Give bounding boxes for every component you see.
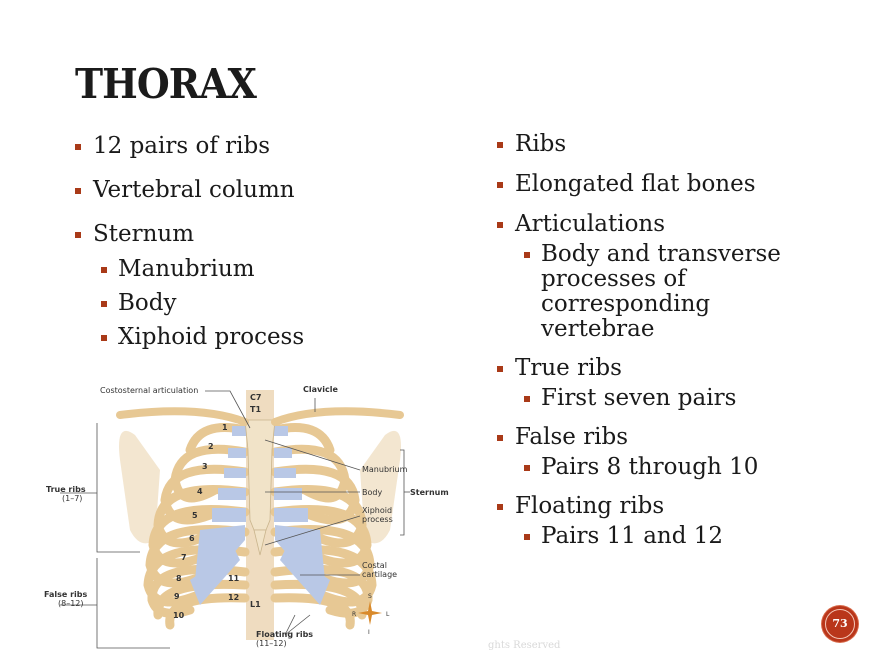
bullet-text: Pairs 11 and 12 bbox=[541, 523, 724, 549]
rib-number: 10 bbox=[173, 611, 185, 620]
rib-number: 12 bbox=[228, 593, 240, 602]
rib-number: 1 bbox=[222, 423, 228, 432]
label-costosternal: Costosternal articulation bbox=[100, 386, 199, 395]
bullet-text: False ribs bbox=[515, 424, 629, 450]
sub-bullet-item: Body and transverse processes of corresp… bbox=[523, 242, 811, 342]
compass-r: R bbox=[352, 611, 357, 618]
rib-number: 5 bbox=[192, 511, 198, 520]
label-xiphoid: Xiphoid bbox=[362, 506, 393, 515]
compass-icon bbox=[358, 601, 382, 625]
bullet-text: Body bbox=[118, 290, 177, 316]
bullet-item: Ribs bbox=[496, 131, 836, 158]
slide-title: THORAX bbox=[75, 60, 257, 108]
rib-cage-illustration bbox=[60, 390, 410, 649]
square-bullet-icon bbox=[101, 301, 107, 307]
page-number: 73 bbox=[832, 617, 848, 630]
rib-number: 9 bbox=[174, 592, 180, 601]
square-bullet-icon bbox=[497, 504, 503, 510]
square-bullet-icon bbox=[497, 142, 503, 148]
badge-ring bbox=[825, 609, 855, 639]
square-bullet-icon bbox=[75, 232, 81, 238]
sub-bullet-item: Pairs 11 and 12 bbox=[523, 524, 836, 549]
square-bullet-icon bbox=[101, 267, 107, 273]
bullet-text: Elongated flat bones bbox=[515, 171, 756, 197]
sub-bullet-item: Xiphoid process bbox=[100, 325, 404, 350]
sub-bullet-item: Body bbox=[100, 291, 404, 316]
square-bullet-icon bbox=[75, 144, 81, 150]
label-manubrium: Manubrium bbox=[362, 465, 408, 474]
label-true-ribs: True ribs bbox=[46, 485, 86, 494]
bullet-item: True ribs First seven pairs bbox=[496, 355, 836, 411]
sub-bullet-item: First seven pairs bbox=[523, 386, 836, 411]
square-bullet-icon bbox=[524, 534, 530, 540]
bullet-text: Xiphoid process bbox=[118, 324, 305, 350]
bullet-item: Articulations Body and transverse proces… bbox=[496, 211, 836, 342]
bullet-text: Sternum bbox=[93, 221, 195, 247]
label-floating-ribs-range: (11–12) bbox=[256, 639, 287, 648]
label-costal: Costal bbox=[362, 561, 387, 570]
label-false-ribs-range: (8–12) bbox=[58, 599, 84, 608]
label-false-ribs: False ribs bbox=[44, 590, 88, 599]
label-clavicle: Clavicle bbox=[303, 385, 338, 394]
label-l1: L1 bbox=[250, 600, 261, 609]
compass-s: S bbox=[368, 593, 372, 600]
bullet-text: Ribs bbox=[515, 131, 567, 157]
bullet-text: Articulations bbox=[515, 211, 666, 237]
bullet-item: False ribs Pairs 8 through 10 bbox=[496, 424, 836, 480]
label-true-ribs-range: (1–7) bbox=[62, 494, 83, 503]
bullet-item: Floating ribs Pairs 11 and 12 bbox=[496, 493, 836, 549]
square-bullet-icon bbox=[497, 435, 503, 441]
footer-copyright: ghts Reserved bbox=[488, 640, 561, 651]
square-bullet-icon bbox=[75, 188, 81, 194]
square-bullet-icon bbox=[497, 182, 503, 188]
compass-l: L bbox=[386, 611, 390, 618]
label-cartilage: cartilage bbox=[362, 570, 398, 579]
bullet-text: Floating ribs bbox=[515, 493, 665, 519]
right-bullet-list: Ribs Elongated flat bones Articulations … bbox=[496, 131, 836, 549]
square-bullet-icon bbox=[524, 465, 530, 471]
rib-number: 2 bbox=[208, 442, 214, 451]
rib-number: 7 bbox=[181, 553, 187, 562]
bullet-text: Vertebral column bbox=[93, 177, 295, 203]
rib-number: 8 bbox=[176, 574, 182, 583]
label-floating-ribs: Floating ribs bbox=[256, 630, 314, 639]
rib-number: 3 bbox=[202, 462, 208, 471]
rib-number: 6 bbox=[189, 534, 195, 543]
square-bullet-icon bbox=[524, 252, 530, 258]
thoracic-cage-diagram: Costosternal articulation Clavicle C7 T1… bbox=[40, 380, 490, 650]
bullet-item: Sternum bbox=[74, 221, 404, 248]
bullet-text: First seven pairs bbox=[541, 385, 737, 411]
square-bullet-icon bbox=[524, 396, 530, 402]
bullet-text: Body and transverse processes of corresp… bbox=[541, 241, 781, 342]
label-sternum: Sternum bbox=[410, 488, 449, 497]
rib-number: 11 bbox=[228, 574, 240, 583]
page-number-badge: 73 bbox=[822, 606, 858, 642]
bullet-text: True ribs bbox=[515, 355, 622, 381]
sub-bullet-item: Manubrium bbox=[100, 257, 404, 282]
square-bullet-icon bbox=[497, 222, 503, 228]
left-bullet-list: 12 pairs of ribs Vertebral column Sternu… bbox=[74, 133, 404, 350]
label-t1: T1 bbox=[250, 405, 262, 414]
square-bullet-icon bbox=[101, 335, 107, 341]
label-body: Body bbox=[362, 488, 383, 497]
compass-i: I bbox=[368, 629, 370, 636]
bullet-text: Pairs 8 through 10 bbox=[541, 454, 759, 480]
bullet-text: Manubrium bbox=[118, 256, 255, 282]
rib-number: 4 bbox=[197, 487, 203, 496]
square-bullet-icon bbox=[497, 366, 503, 372]
bullet-item: Vertebral column bbox=[74, 177, 404, 204]
label-xiphoid-process: process bbox=[362, 515, 393, 524]
bullet-text: 12 pairs of ribs bbox=[93, 133, 271, 159]
bullet-item: Elongated flat bones bbox=[496, 171, 836, 198]
sub-bullet-item: Pairs 8 through 10 bbox=[523, 455, 836, 480]
bullet-item: 12 pairs of ribs bbox=[74, 133, 404, 160]
label-c7: C7 bbox=[250, 393, 262, 402]
